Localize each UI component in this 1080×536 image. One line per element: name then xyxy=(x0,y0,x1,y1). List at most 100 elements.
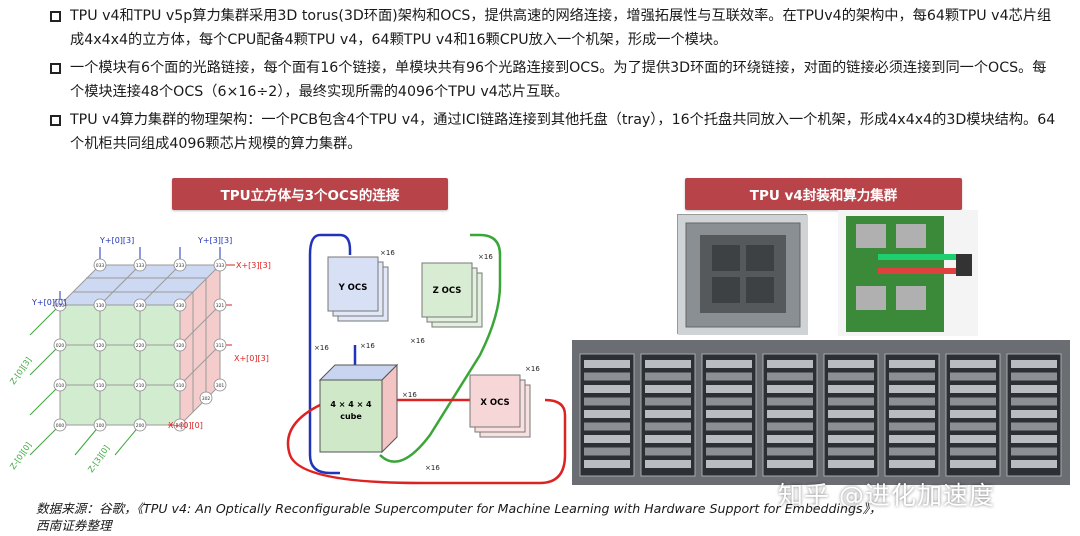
lattice-node: 210 xyxy=(133,378,147,392)
lattice-node: 000 xyxy=(53,418,67,432)
rack-image xyxy=(572,340,1070,485)
source-line-1: 数据来源：谷歌，《TPU v4: An Optically Reconfigur… xyxy=(36,501,882,516)
lattice-node: 200 xyxy=(133,418,147,432)
tpu-cube: 4 × 4 × 4 cube xyxy=(318,363,399,454)
bullet-item: 一个模块有6个面的光路链接，每个面有16个链接，单模块共有96个光路连接到OCS… xyxy=(50,56,1060,104)
z-link-path xyxy=(379,233,502,463)
lattice-top-face xyxy=(60,265,220,305)
lattice-node: 100 xyxy=(93,418,107,432)
lattice-node: 310 xyxy=(173,378,187,392)
lattice-node: 230 xyxy=(133,298,147,312)
mult-label: ×16 xyxy=(314,344,329,352)
watermark: 知乎 @进化加速度 xyxy=(778,481,995,510)
lattice-node: 030 xyxy=(53,298,67,312)
svg-text:033: 033 xyxy=(96,263,105,269)
svg-text:310: 310 xyxy=(176,383,185,389)
mult-label: ×16 xyxy=(425,464,440,472)
z-link-stubs xyxy=(29,304,141,456)
x-link-path xyxy=(286,398,567,485)
checkbox-icon xyxy=(50,11,61,22)
lattice-node: 330 xyxy=(173,298,187,312)
svg-text:100: 100 xyxy=(96,423,105,429)
mult-label: ×16 xyxy=(525,365,540,373)
bullet-text: 一个模块有6个面的光路链接，每个面有16个链接，单模块共有96个光路连接到OCS… xyxy=(70,60,1047,100)
z-ocs-stack: Z OCS xyxy=(421,262,483,328)
tpu-tray-photo xyxy=(838,210,978,336)
bullet-item: TPU v4和TPU v5p算力集群采用3D torus(3D环面)架构和OCS… xyxy=(50,4,1060,52)
svg-text:230: 230 xyxy=(136,303,145,309)
source-note: 数据来源：谷歌，《TPU v4: An Optically Reconfigur… xyxy=(36,500,881,534)
x-ocs-label: X OCS xyxy=(480,398,509,408)
y-ocs-stack: Y OCS xyxy=(327,256,389,322)
svg-text:233: 233 xyxy=(176,263,185,269)
lattice-grid xyxy=(59,264,221,426)
svg-text:130: 130 xyxy=(96,303,105,309)
mult-label: ×16 xyxy=(410,337,425,345)
lattice-node: 133 xyxy=(133,258,147,272)
lattice-node: 120 xyxy=(93,338,107,352)
label-x-top: X+[3][3] xyxy=(236,261,271,270)
lattice-node: 321 xyxy=(213,298,227,312)
mult-label: ×16 xyxy=(478,253,493,261)
source-line-2: 西南证券整理 xyxy=(36,518,112,533)
svg-text:030: 030 xyxy=(56,303,65,309)
bullet-list: TPU v4和TPU v5p算力集群采用3D torus(3D环面)架构和OCS… xyxy=(50,4,1060,160)
lattice-front-face xyxy=(60,305,180,425)
svg-text:010: 010 xyxy=(56,383,65,389)
svg-text:020: 020 xyxy=(56,343,65,349)
cube-label-name: cube xyxy=(340,412,362,421)
lattice-node: 033 xyxy=(93,258,107,272)
mult-label: ×16 xyxy=(402,391,417,399)
svg-text:000: 000 xyxy=(56,423,65,429)
label-y-top-right: Y+[3][3] xyxy=(197,236,232,245)
lattice-node: 020 xyxy=(53,338,67,352)
bullet-text: TPU v4和TPU v5p算力集群采用3D torus(3D环面)架构和OCS… xyxy=(70,8,1052,48)
lattice-node: 010 xyxy=(53,378,67,392)
x-ocs-stack: X OCS xyxy=(469,374,531,438)
multiplier-labels: ×16 ×16 ×16 ×16 ×16 ×16 ×16 ×16 xyxy=(314,249,540,472)
lattice-node: 233 xyxy=(173,258,187,272)
torus-lattice-diagram: 030 130 230 330 020 120 220 320 010 110 210 310 000 1… xyxy=(8,236,271,474)
label-z-bottom-mid: Z-[3][0] xyxy=(86,444,111,474)
lattice-node: 110 xyxy=(93,378,107,392)
svg-text:133: 133 xyxy=(136,263,145,269)
z-ocs-label: Z OCS xyxy=(433,286,462,296)
lattice-nodes: 030 130 230 330 020 120 220 320 010 110 210 310 000 1… xyxy=(53,258,227,432)
label-y-top-left: Y+[0][3] xyxy=(99,236,134,245)
lattice-side-face xyxy=(180,265,220,425)
lattice-node: 302 xyxy=(199,391,213,405)
chip-image xyxy=(678,215,808,335)
bullet-text: TPU v4算力集群的物理架构：一个PCB包含4个TPU v4，通过ICI链路连… xyxy=(70,112,1056,152)
mult-label: ×16 xyxy=(380,249,395,257)
svg-text:210: 210 xyxy=(136,383,145,389)
svg-text:120: 120 xyxy=(96,343,105,349)
svg-text:321: 321 xyxy=(216,303,225,309)
y-link-top xyxy=(320,233,352,255)
lattice-node: 220 xyxy=(133,338,147,352)
mult-label: ×16 xyxy=(360,342,375,350)
label-z-left: Z-[0][3] xyxy=(8,356,33,386)
lattice-node: 311 xyxy=(213,338,227,352)
svg-text:300: 300 xyxy=(176,423,185,429)
label-x-mid: X+[0][3] xyxy=(234,354,269,363)
lattice-node: 320 xyxy=(173,338,187,352)
svg-text:200: 200 xyxy=(136,423,145,429)
svg-text:110: 110 xyxy=(96,383,105,389)
svg-text:302: 302 xyxy=(202,396,211,402)
rack-units xyxy=(579,353,1062,477)
lattice-node: 300 xyxy=(173,418,187,432)
label-x-bottom: X+[0][0] xyxy=(168,421,203,430)
tpu-rack-cluster-photo xyxy=(572,340,1070,485)
lattice-node: 333 xyxy=(213,258,227,272)
tray-image xyxy=(846,216,972,332)
cube-label-dims: 4 × 4 × 4 xyxy=(330,400,372,409)
section-banner-right: TPU v4封装和算力集群 xyxy=(685,178,962,210)
lattice-node: 301 xyxy=(213,378,227,392)
checkbox-icon xyxy=(50,63,61,74)
tpu-package-photo xyxy=(677,214,808,335)
y-ocs-label: Y OCS xyxy=(338,283,368,293)
section-banner-left: TPU立方体与3个OCS的连接 xyxy=(172,178,448,210)
svg-text:320: 320 xyxy=(176,343,185,349)
svg-text:220: 220 xyxy=(136,343,145,349)
label-z-bottom-left: Z-[0][0] xyxy=(8,441,33,471)
